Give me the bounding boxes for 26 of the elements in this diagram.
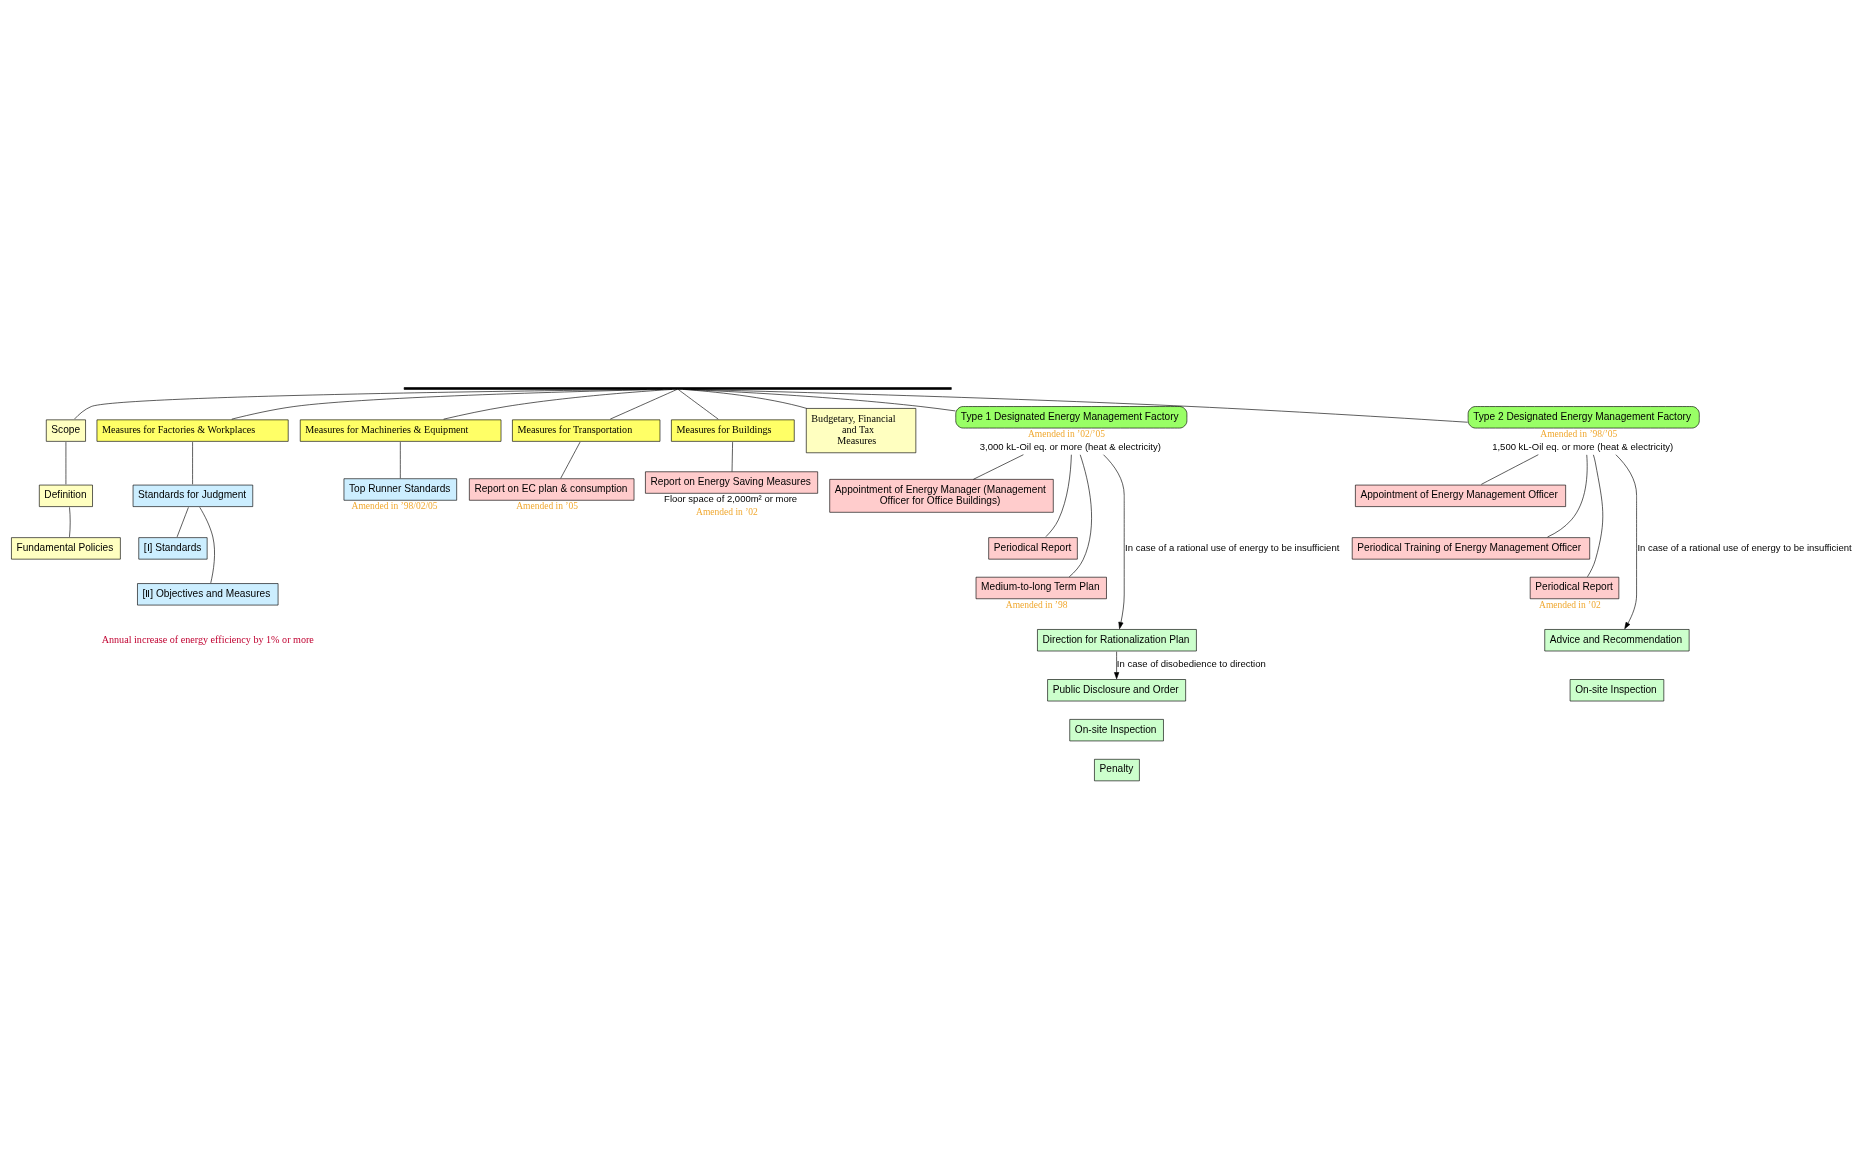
connector xyxy=(443,388,673,419)
label: Annual increase of energy efficiency by 1% or more xyxy=(101,633,314,645)
edge-label: In case of a rational use of energy to be insufficient xyxy=(1637,541,1852,553)
node-bar xyxy=(403,386,952,390)
connector xyxy=(678,388,719,419)
edge-label: In case of disobedience to direction xyxy=(1116,657,1266,669)
node-label: Amended in ’98/02/05 xyxy=(351,500,438,511)
connector xyxy=(682,388,807,409)
node-label: Amended in ’02/’05 xyxy=(1027,428,1105,439)
node-label: Amended in ’02 xyxy=(696,506,758,517)
node-label: Amended in ’05 xyxy=(516,500,578,511)
connector xyxy=(685,388,956,411)
edge-label: In case of a rational use of energy to be insufficient xyxy=(1125,541,1340,553)
connector xyxy=(231,388,663,419)
node-label: 1,500 kL-Oil eq. or more (heat & electricity) xyxy=(1492,440,1674,452)
arrow xyxy=(1615,453,1637,629)
connector xyxy=(973,453,1024,480)
arrow xyxy=(1114,650,1120,679)
node-label: 3,000 kL-Oil eq. or more (heat & electricity) xyxy=(979,440,1161,452)
arrow xyxy=(1103,453,1125,629)
node-label: Amended in ’98/’05 xyxy=(1540,428,1618,439)
node-label: Amended in ’02 xyxy=(1539,599,1601,610)
connector xyxy=(690,388,1468,423)
node-label: Amended in ’98 xyxy=(1005,599,1068,610)
node-label: Floor space of 2,000m² or more xyxy=(664,492,798,504)
connector xyxy=(609,388,678,419)
